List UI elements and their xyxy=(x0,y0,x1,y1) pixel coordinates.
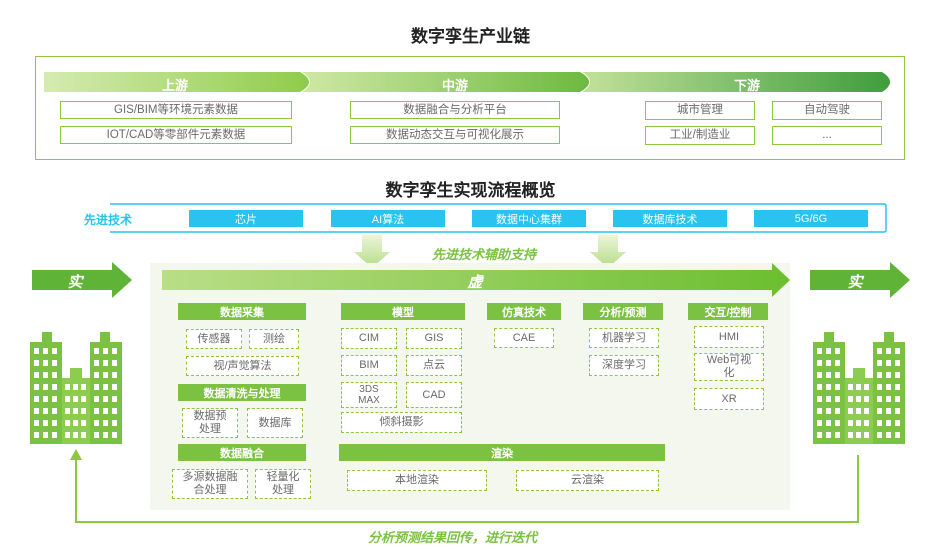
down-arrow-icon xyxy=(590,235,626,268)
data-cleaning-item: 数据库 xyxy=(247,408,303,438)
data-cleaning-item: 数据预处理 xyxy=(182,408,238,438)
model-item: CIM xyxy=(341,328,397,349)
interaction-item: HMI xyxy=(694,326,764,348)
industry-chain-panel xyxy=(35,56,905,160)
downstream-item: ... xyxy=(772,126,882,145)
industry-chain-title: 数字孪生产业链 xyxy=(411,27,530,46)
interaction-item: XR xyxy=(694,388,764,410)
tech-item-5g: 5G/6G xyxy=(754,210,868,227)
interaction-header: 交互/控制 xyxy=(688,303,768,320)
simulation-item: CAE xyxy=(494,328,554,348)
virtual-arrow xyxy=(162,263,790,297)
tech-item-chip: 芯片 xyxy=(189,210,303,227)
simulation-header: 仿真技术 xyxy=(487,303,561,320)
data-fusion-header: 数据融合 xyxy=(178,444,306,461)
data-fusion-item: 轻量化处理 xyxy=(255,469,311,499)
data-fusion-item: 多源数据融合处理 xyxy=(172,469,248,499)
model-item: BIM xyxy=(341,355,397,376)
real-left-arrow xyxy=(32,262,132,298)
upstream-item: IOT/CAD等零部件元素数据 xyxy=(60,126,292,144)
support-note: 先进技术辅助支持 xyxy=(432,247,537,262)
model-item: GIS xyxy=(406,328,462,349)
midstream-item: 数据动态交互与可视化展示 xyxy=(350,126,560,144)
downstream-item: 城市管理 xyxy=(645,101,755,120)
analysis-header: 分析/预测 xyxy=(583,303,663,320)
render-item: 本地渲染 xyxy=(347,470,487,491)
advanced-tech-label: 先进技术 xyxy=(84,213,133,227)
up-arrow-icon xyxy=(70,449,82,460)
stage-label-upstream: 上游 xyxy=(161,78,188,93)
stage-label-midstream: 中游 xyxy=(441,78,468,93)
data-collection-item: 测绘 xyxy=(249,329,299,349)
model-item: 3DS MAX xyxy=(341,382,397,408)
model-header: 模型 xyxy=(341,303,465,320)
midstream-item: 数据融合与分析平台 xyxy=(350,101,560,119)
real-right-arrow xyxy=(810,262,910,298)
analysis-item: 机器学习 xyxy=(589,328,659,348)
tech-item-ai: AI算法 xyxy=(331,210,445,227)
real-left-label: 实 xyxy=(67,274,83,291)
data-cleaning-header: 数据清洗与处理 xyxy=(178,384,306,401)
stage-label-downstream: 下游 xyxy=(733,78,760,93)
downstream-arrow xyxy=(582,72,890,92)
model-item: CAD xyxy=(406,382,462,408)
render-header: 渲染 xyxy=(339,444,665,461)
analysis-item: 深度学习 xyxy=(589,355,659,376)
data-collection-header: 数据采集 xyxy=(178,303,306,320)
feedback-note: 分析预测结果回传，进行迭代 xyxy=(368,530,538,545)
data-collection-item: 传感器 xyxy=(186,329,242,349)
downstream-item: 工业/制造业 xyxy=(645,126,755,145)
render-item: 云渲染 xyxy=(516,470,659,491)
model-item: 点云 xyxy=(406,355,462,376)
upstream-item: GIS/BIM等环境元素数据 xyxy=(60,101,292,119)
model-item: 倾斜摄影 xyxy=(341,412,462,433)
tech-item-datacenter: 数据中心集群 xyxy=(472,210,586,227)
upstream-arrow xyxy=(44,72,309,92)
tech-item-database: 数据库技术 xyxy=(613,210,727,227)
virtual-label: 虚 xyxy=(467,274,483,291)
real-right-label: 实 xyxy=(847,274,863,291)
interaction-item: Web可视化 xyxy=(694,353,764,381)
data-collection-item: 视/声觉算法 xyxy=(186,356,299,376)
down-arrow-icon xyxy=(354,235,390,268)
downstream-item: 自动驾驶 xyxy=(772,101,882,120)
midstream-arrow xyxy=(302,72,589,92)
process-title: 数字孪生实现流程概览 xyxy=(385,181,556,200)
